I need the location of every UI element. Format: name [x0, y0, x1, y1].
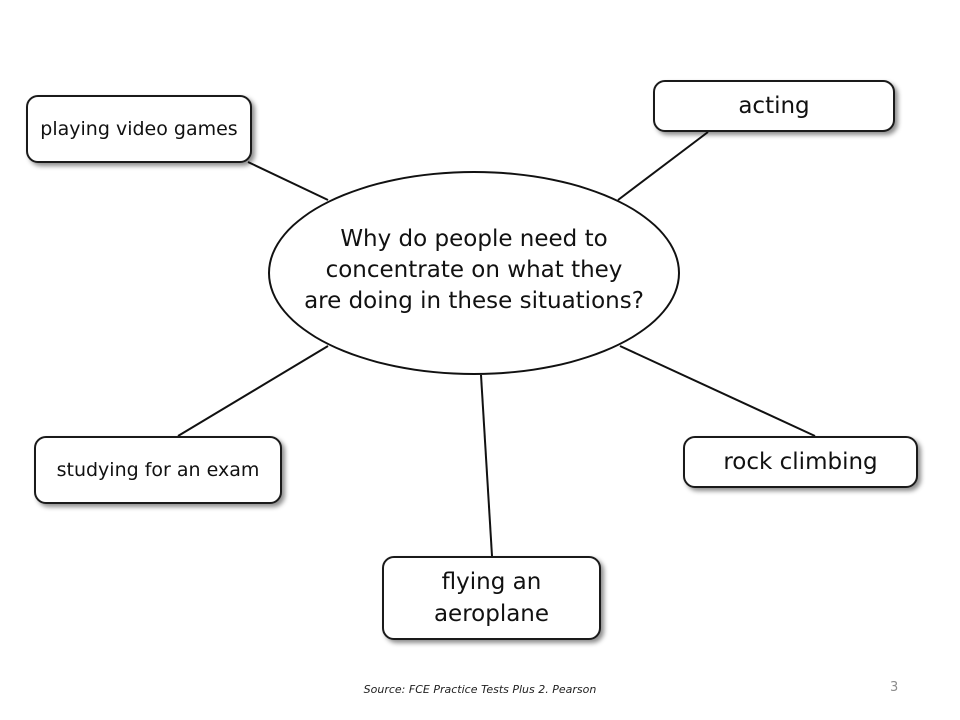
connector-rock-climbing: [619, 345, 816, 437]
node-flying-an-aeroplane: flying an aeroplane: [382, 556, 601, 640]
center-question-ellipse: Why do people need to concentrate on wha…: [268, 171, 680, 375]
page-number: 3: [890, 680, 899, 695]
node-label: flying an aeroplane: [433, 569, 550, 627]
node-rock-climbing: rock climbing: [683, 436, 918, 488]
node-label: acting: [738, 93, 810, 119]
node-label: studying for an exam: [56, 459, 260, 481]
center-question-text: Why do people need to concentrate on wha…: [304, 225, 644, 314]
connector-playing-video-games: [247, 161, 329, 201]
node-studying-for-an-exam: studying for an exam: [34, 436, 282, 504]
source-citation: Source: FCE Practice Tests Plus 2. Pears…: [363, 683, 597, 696]
node-label: rock climbing: [723, 449, 878, 475]
connector-studying-for-an-exam: [177, 345, 329, 437]
node-label: playing video games: [40, 118, 238, 140]
node-acting: acting: [653, 80, 895, 132]
connector-flying-an-aeroplane: [480, 374, 493, 557]
connector-acting: [617, 131, 709, 201]
node-playing-video-games: playing video games: [26, 95, 252, 163]
